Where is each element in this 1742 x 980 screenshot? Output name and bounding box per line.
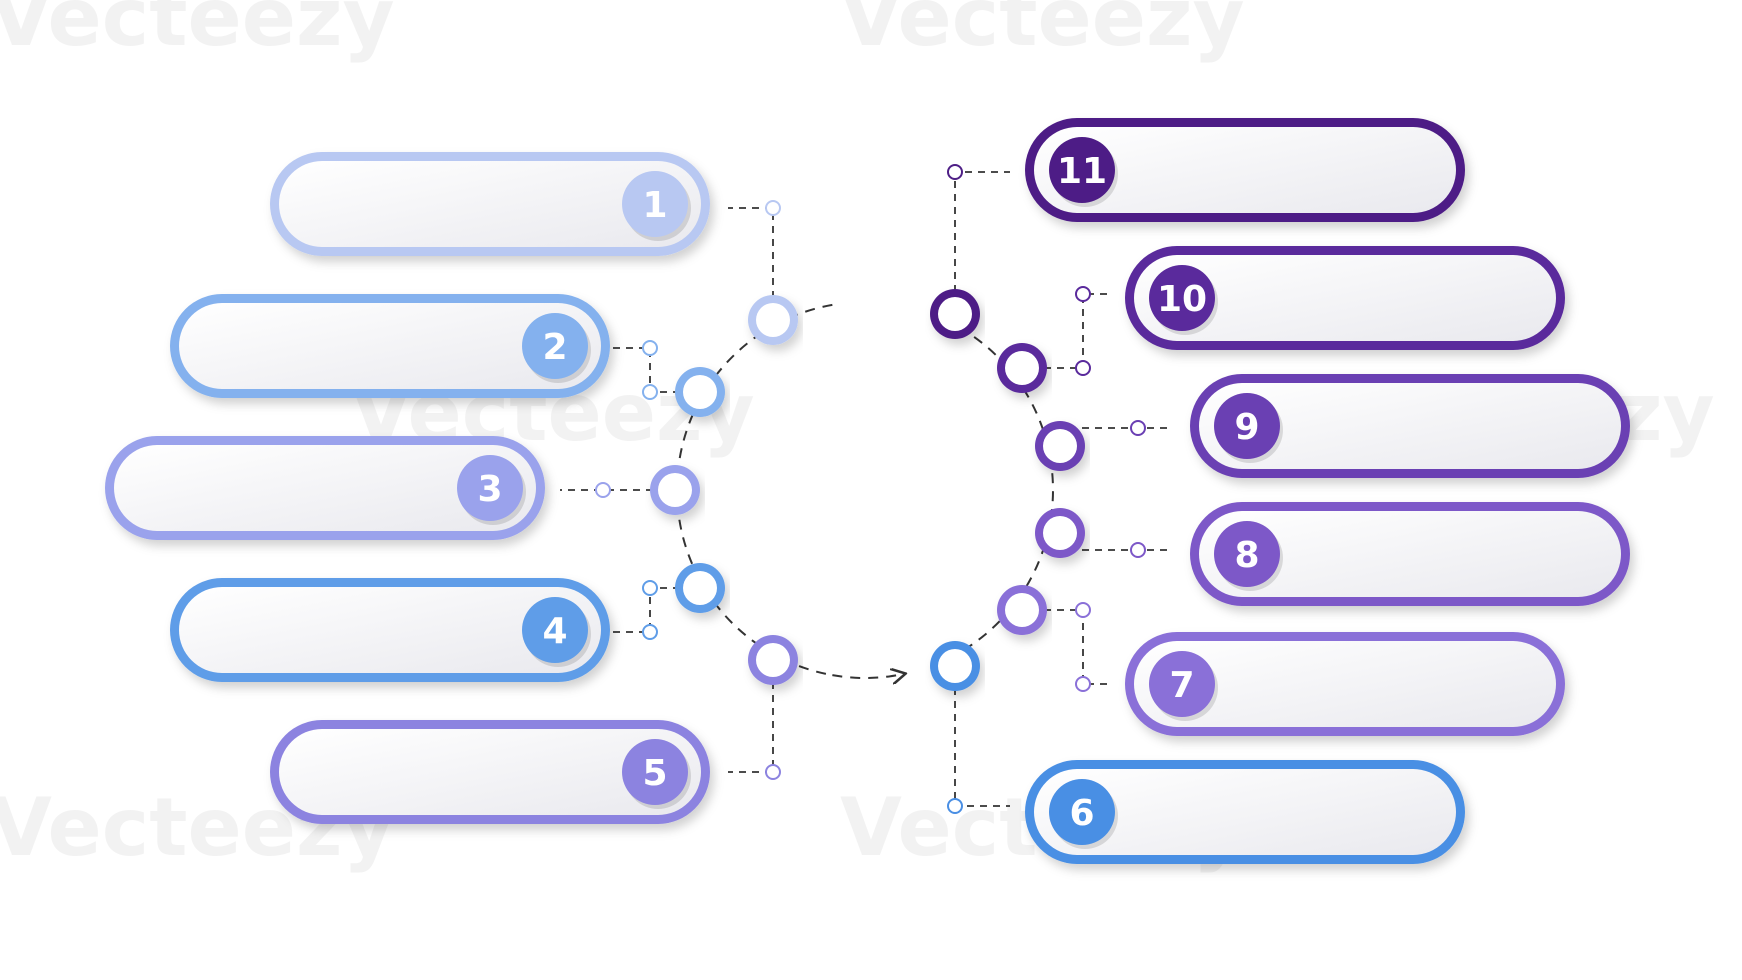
connector-line — [728, 682, 774, 773]
ring-node-center — [938, 649, 972, 683]
step-bar-5[interactable]: 5 — [270, 720, 710, 824]
connector-dot — [1130, 420, 1146, 436]
step-number: 2 — [542, 327, 567, 368]
connector-dot — [1075, 602, 1091, 618]
ring-node-center — [756, 643, 790, 677]
ring-node-center — [938, 297, 972, 331]
connector-dot — [1130, 542, 1146, 558]
bar-body — [279, 729, 701, 815]
step-bar-6[interactable]: 6 — [1025, 760, 1465, 864]
step-bar-7[interactable]: 7 — [1125, 632, 1565, 736]
connector-dot — [1075, 360, 1091, 376]
step-number: 10 — [1157, 279, 1207, 320]
number-badge — [622, 739, 688, 805]
step-bar-10[interactable]: 10 — [1125, 246, 1565, 350]
number-badge — [522, 597, 588, 663]
step-bar-3[interactable]: 3 — [105, 436, 545, 540]
step-bars: 1 2 3 4 5 6 7 8 9 10 11 — [105, 118, 1630, 864]
bar-body — [1134, 641, 1556, 727]
number-badge — [457, 455, 523, 521]
bar-body — [1034, 769, 1456, 855]
connector-dot — [642, 624, 658, 640]
step-number: 7 — [1169, 665, 1194, 706]
ring-node-center — [683, 571, 717, 605]
bar-body — [1199, 511, 1621, 597]
step-number: 9 — [1234, 407, 1259, 448]
step-number: 11 — [1057, 151, 1107, 192]
arrow-bottom — [832, 674, 904, 678]
connector-dot — [642, 384, 658, 400]
ring-node-center — [1005, 351, 1039, 385]
connector-dot — [1075, 676, 1091, 692]
connector-dot — [642, 580, 658, 596]
bar-body — [114, 445, 536, 531]
ring-node-center — [658, 473, 692, 507]
step-number: 3 — [477, 469, 502, 510]
connector-line — [612, 347, 680, 393]
step-number: 5 — [642, 753, 667, 794]
connector-line — [1044, 609, 1108, 685]
connector-dot — [1075, 286, 1091, 302]
connector-dot — [947, 164, 963, 180]
step-number: 8 — [1234, 535, 1259, 576]
connector-lines — [560, 164, 1170, 814]
number-badge — [1214, 521, 1280, 587]
bar-body — [179, 587, 601, 673]
step-number: 6 — [1069, 793, 1094, 834]
ring-node-center — [1005, 593, 1039, 627]
connector-dot — [595, 482, 611, 498]
watermark-text: Vecteezy — [0, 0, 395, 64]
number-badge — [622, 171, 688, 237]
step-number: 1 — [642, 185, 667, 226]
number-badge — [1149, 651, 1215, 717]
bar-body — [179, 303, 601, 389]
connector-line — [728, 207, 774, 298]
ring-node-center — [683, 375, 717, 409]
number-badge — [1149, 265, 1215, 331]
number-badge — [1214, 393, 1280, 459]
bar-body — [279, 161, 701, 247]
step-bar-11[interactable]: 11 — [1025, 118, 1465, 222]
ring-nodes — [650, 289, 1085, 691]
connector-dot — [947, 798, 963, 814]
connector-dot — [765, 764, 781, 780]
step-bar-4[interactable]: 4 — [170, 578, 610, 682]
bar-body — [1199, 383, 1621, 469]
connector-dot — [765, 200, 781, 216]
ring-node-center — [1043, 429, 1077, 463]
number-badge — [1049, 779, 1115, 845]
ring-node-center — [756, 303, 790, 337]
connector-line — [1044, 293, 1108, 369]
left-arc — [676, 326, 827, 675]
step-bar-8[interactable]: 8 — [1190, 502, 1630, 606]
step-number: 4 — [542, 611, 567, 652]
step-bar-9[interactable]: 9 — [1190, 374, 1630, 478]
center-dashed-ring — [676, 303, 1054, 678]
bar-body — [1034, 127, 1456, 213]
connector-line — [612, 587, 680, 633]
ring-node-center — [1043, 516, 1077, 550]
number-badge — [522, 313, 588, 379]
step-bar-1[interactable]: 1 — [270, 152, 710, 256]
connector-dot — [642, 340, 658, 356]
bar-body — [1134, 255, 1556, 341]
number-badge — [1049, 137, 1115, 203]
watermark-text: Vecteezy — [840, 0, 1245, 64]
step-bar-2[interactable]: 2 — [170, 294, 610, 398]
connector-line — [954, 171, 1010, 292]
